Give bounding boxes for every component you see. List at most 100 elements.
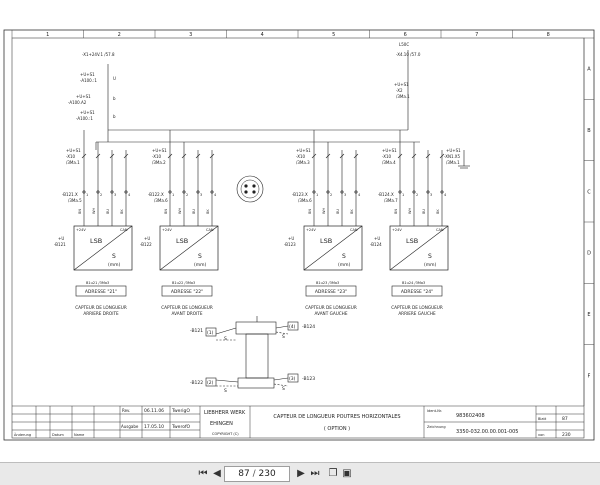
tb-subtitle: ( OPTION ): [324, 426, 350, 432]
lsb-top-right: CAN: [120, 228, 128, 232]
pin-number: 1: [316, 193, 318, 197]
fit-page-icon[interactable]: ▣: [342, 468, 352, 479]
channel-wire: [339, 150, 345, 226]
pin-number: 1: [86, 193, 88, 197]
tb-issued-label: Ausgabe: [121, 424, 139, 429]
tb-name2: TwerofO: [171, 424, 191, 430]
lsb-diagonal: [389, 225, 449, 271]
wire-color: BN: [164, 209, 168, 214]
tb-copyright: COPYRIGHT (C): [212, 432, 239, 436]
channel-wire: [439, 150, 445, 226]
lsb-top-right: CAN: [206, 228, 214, 232]
channel-wire: [95, 142, 101, 226]
wire-color: WH: [178, 208, 182, 214]
next-page-icon[interactable]: ▶: [297, 468, 305, 479]
lsb-s: S: [342, 253, 346, 260]
pin-number: 3: [200, 193, 202, 197]
tb-date1: 06.11.06: [144, 408, 164, 414]
wire-color: BK: [350, 209, 354, 214]
channel-wire: [325, 142, 331, 226]
wire-color: WH: [322, 208, 326, 214]
address-ref: B1u23 /3Ma3: [316, 281, 339, 285]
channel-sub: /3Ma.3: [296, 160, 310, 165]
channel-wire: [109, 150, 115, 226]
lsb-top-left: +24V: [162, 228, 172, 232]
right-tag-2: -X2: [396, 88, 403, 93]
address-box: [391, 285, 443, 297]
sensor-left-top-tag: -B121: [190, 328, 203, 334]
wire-color: BU: [422, 209, 426, 214]
right-tag-3: /3Ma.1: [396, 94, 410, 99]
left-tag-3: +U+S1: [76, 94, 91, 99]
channel-tag: +U+S1: [66, 148, 81, 153]
pin-number: 3: [344, 193, 346, 197]
column-label: 7: [475, 32, 478, 38]
device-loc: +U: [58, 236, 64, 241]
lsb-top-right: CAN: [436, 228, 444, 232]
wire-color: BN: [78, 209, 82, 214]
channel-wire: [81, 130, 87, 226]
address-label: ADRESSE "23": [315, 289, 347, 295]
device-loc: +U: [374, 236, 380, 241]
page-number-input[interactable]: 87 / 230: [224, 466, 290, 482]
tb-ident-label: Ident-Nr.: [427, 409, 442, 413]
side-mark-2: b: [113, 96, 116, 101]
wire-color: BN: [308, 209, 312, 214]
supply-right-top: L50C: [399, 42, 409, 47]
pin-number: 2: [100, 193, 102, 197]
tb-title: CAPTEUR DE LONGUEUR POUTRES HORIZONTALES: [273, 414, 400, 420]
device-tag: -B122: [140, 242, 152, 247]
left-tag-5: +U+S1: [80, 110, 95, 115]
lsb-top-left: +24V: [306, 228, 316, 232]
address-ref: B1u24 /3Ma3: [402, 281, 425, 285]
tb-sheets-total: 230: [562, 432, 571, 438]
sensor-left-top-s: S: [224, 336, 227, 342]
left-tag-4: -A100.A2: [68, 100, 87, 105]
column-label: 8: [547, 32, 550, 38]
channel-term-sub: /3Ma.6: [298, 198, 312, 203]
caption-line1: CAPTEUR DE LONGUEUR: [161, 305, 213, 310]
prev-page-icon[interactable]: ◀: [213, 468, 221, 479]
copy-icon[interactable]: ❐: [328, 468, 338, 479]
supply-wiring: [95, 50, 420, 150]
sensor-left-top-num: (1): [207, 330, 214, 336]
page-current: 87: [238, 469, 250, 479]
sensor-right-top-num: (4): [289, 324, 296, 330]
channel-conn: -X10: [66, 154, 76, 159]
sensor-right-bot-tag: -B123: [302, 376, 315, 382]
sensor-channel: 1BN2WH3BU4BK+U+S1-X10/3Ma.4-B124.X/3Ma.7…: [370, 130, 449, 316]
channel-wire: [195, 150, 201, 226]
device-loc: +U: [144, 236, 150, 241]
side-mark-3: b: [113, 114, 116, 119]
address-box: [75, 285, 127, 297]
device-tag: -B123: [284, 242, 296, 247]
tb-col-change: Änderung: [14, 432, 31, 437]
channel-conn: -X10: [152, 154, 162, 159]
wire-color: BK: [206, 209, 210, 214]
right-terminal-conn: -XN1.X5: [444, 154, 461, 159]
channel-wire: [411, 142, 417, 226]
left-tag-1: +U+S1: [80, 72, 95, 77]
channel-sub: /3Ma.2: [152, 160, 166, 165]
pin-number: 2: [330, 193, 332, 197]
channel-conn: -X10: [382, 154, 392, 159]
last-page-icon[interactable]: ⏭: [310, 468, 320, 479]
row-label: B: [587, 128, 591, 134]
lsb-unit: (mm): [108, 262, 121, 268]
channel-term: -B121.X: [62, 192, 78, 197]
column-label: 6: [404, 32, 407, 38]
channel-term: -B124.X: [378, 192, 394, 197]
pin-number: 2: [416, 193, 418, 197]
pin-number: 4: [128, 193, 131, 197]
page-total: 230: [258, 469, 276, 479]
address-label: ADRESSE "22": [171, 289, 203, 295]
first-page-icon[interactable]: ⏮: [198, 468, 208, 479]
viewer-toolbar: ⏮ ◀ 87 / 230 ▶ ⏭ ❐ ▣: [0, 462, 600, 485]
channel-tag: +U+S1: [382, 148, 397, 153]
lsb-s: S: [112, 253, 116, 260]
channel-conn: -X10: [296, 154, 306, 159]
address-box: [305, 285, 357, 297]
pin-number: 4: [214, 193, 217, 197]
address-ref: B1u22 /3Ma3: [172, 281, 195, 285]
